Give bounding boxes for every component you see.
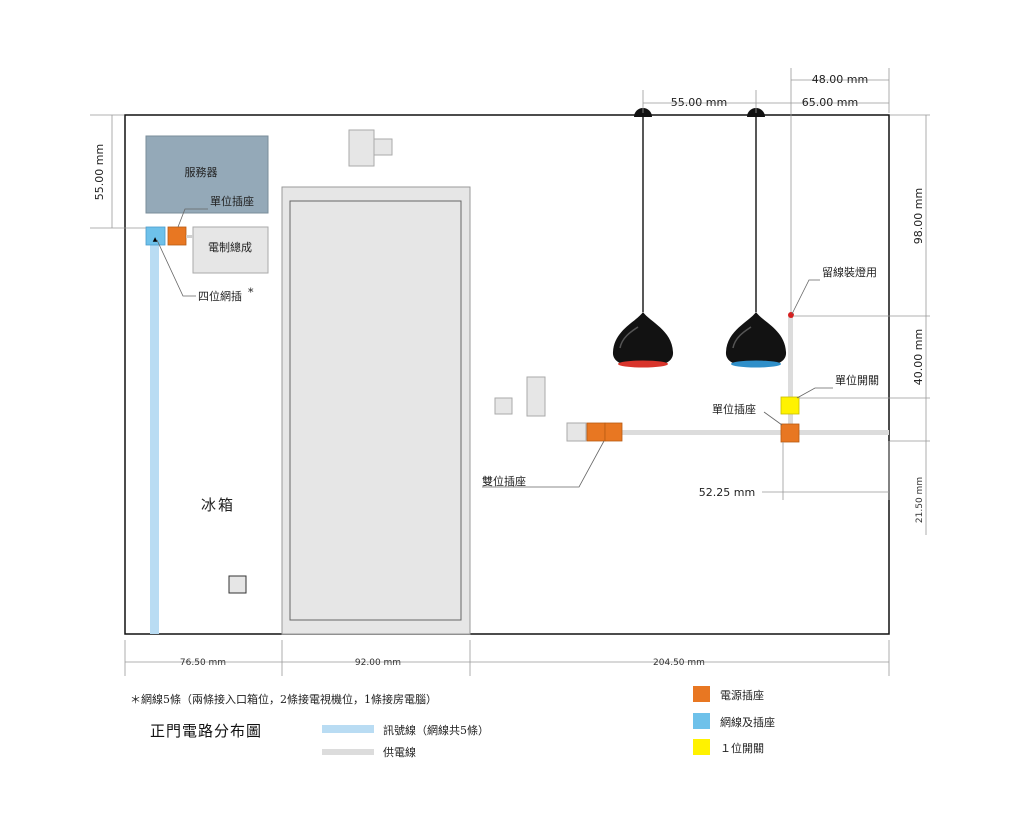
power-line-vertical-lower — [788, 414, 793, 424]
network-socket-label: 四位網插 — [198, 289, 242, 303]
legend-power-outlet-label: 電源插座 — [720, 688, 764, 702]
single-switch-label: 單位開關 — [835, 373, 879, 387]
top-box-small — [373, 138, 393, 156]
single-switch — [780, 396, 800, 415]
legend-network-swatch — [693, 713, 710, 729]
reserve-light-leader — [791, 279, 820, 315]
power-line-horizontal — [622, 430, 889, 435]
signal-line-swatch — [322, 725, 374, 733]
double-outlet-right — [604, 422, 623, 442]
dim-top-55: 55.00 mm — [671, 96, 727, 109]
dim-right-98: 98.00 mm — [912, 188, 925, 244]
double-outlet-label: 雙位插座 — [482, 474, 526, 488]
dim-top-48: 48.00 mm — [812, 73, 868, 86]
left-single-outlet-label: 單位插座 — [210, 194, 254, 208]
dim-top-65: 65.00 mm — [802, 96, 858, 109]
signal-line-legend-label: 訊號線（網線共5條） — [383, 723, 489, 737]
dim-bottom-7650: 76.50 mm — [180, 658, 226, 668]
power-line-legend-label: 供電線 — [383, 745, 416, 759]
server-label: 服務器 — [185, 165, 218, 179]
reserve-light-point — [788, 312, 794, 318]
network-socket-mark: ▲ — [153, 236, 158, 243]
power-connector-left — [186, 235, 193, 238]
dimension-top — [642, 68, 890, 312]
signal-line-vertical — [150, 244, 159, 634]
right-single-outlet-leader — [763, 411, 783, 426]
network-socket — [145, 226, 166, 246]
dimension-left — [90, 114, 146, 229]
dim-mid-5225: 52.25 mm — [699, 486, 755, 499]
dimension-bottom — [124, 640, 890, 676]
double-outlet-grey-box — [566, 422, 587, 442]
dimension-right — [762, 114, 930, 535]
power-line-vertical-upper — [788, 316, 793, 398]
door-panel — [289, 200, 462, 621]
small-box-bottom-left — [228, 575, 247, 594]
electrical-unit-box — [192, 226, 269, 274]
network-socket-leader — [156, 239, 196, 297]
top-box-large — [348, 129, 375, 167]
right-single-outlet — [780, 423, 800, 443]
network-socket-star: * — [248, 286, 254, 299]
dim-left-55: 55.00 mm — [93, 144, 106, 200]
left-single-outlet — [167, 226, 187, 246]
mid-box-small — [494, 397, 513, 415]
dim-bottom-20450: 204.50 mm — [653, 658, 705, 668]
electrical-unit-label: 電制總成 — [208, 240, 252, 254]
reserve-light-label: 留線裝燈用 — [822, 265, 877, 279]
server-cabinet — [145, 135, 269, 214]
legend-switch-swatch — [693, 739, 710, 755]
mid-box-tall — [526, 376, 546, 417]
power-line-swatch — [322, 749, 374, 755]
right-single-outlet-label: 單位插座 — [712, 402, 756, 416]
footer-note: ＊網線5條（兩條接入口箱位，2條接電視機位，1條接房電腦） — [130, 692, 437, 706]
double-outlet-left — [586, 422, 606, 442]
legend-network-label: 網線及插座 — [720, 715, 775, 729]
dim-right-40: 40.00 mm — [912, 329, 925, 385]
legend-power-outlet-swatch — [693, 686, 710, 702]
diagram-title: 正門電路分布圖 — [150, 722, 262, 740]
dim-right-2150: 21.50 mm — [915, 477, 925, 523]
legend-switch-label: １位開關 — [720, 741, 764, 755]
dim-bottom-92: 92.00 mm — [355, 658, 401, 668]
double-outlet-leader — [482, 440, 605, 488]
fridge-label: 冰箱 — [201, 496, 235, 514]
left-single-outlet-leader — [177, 208, 208, 228]
single-switch-leader — [796, 387, 833, 399]
